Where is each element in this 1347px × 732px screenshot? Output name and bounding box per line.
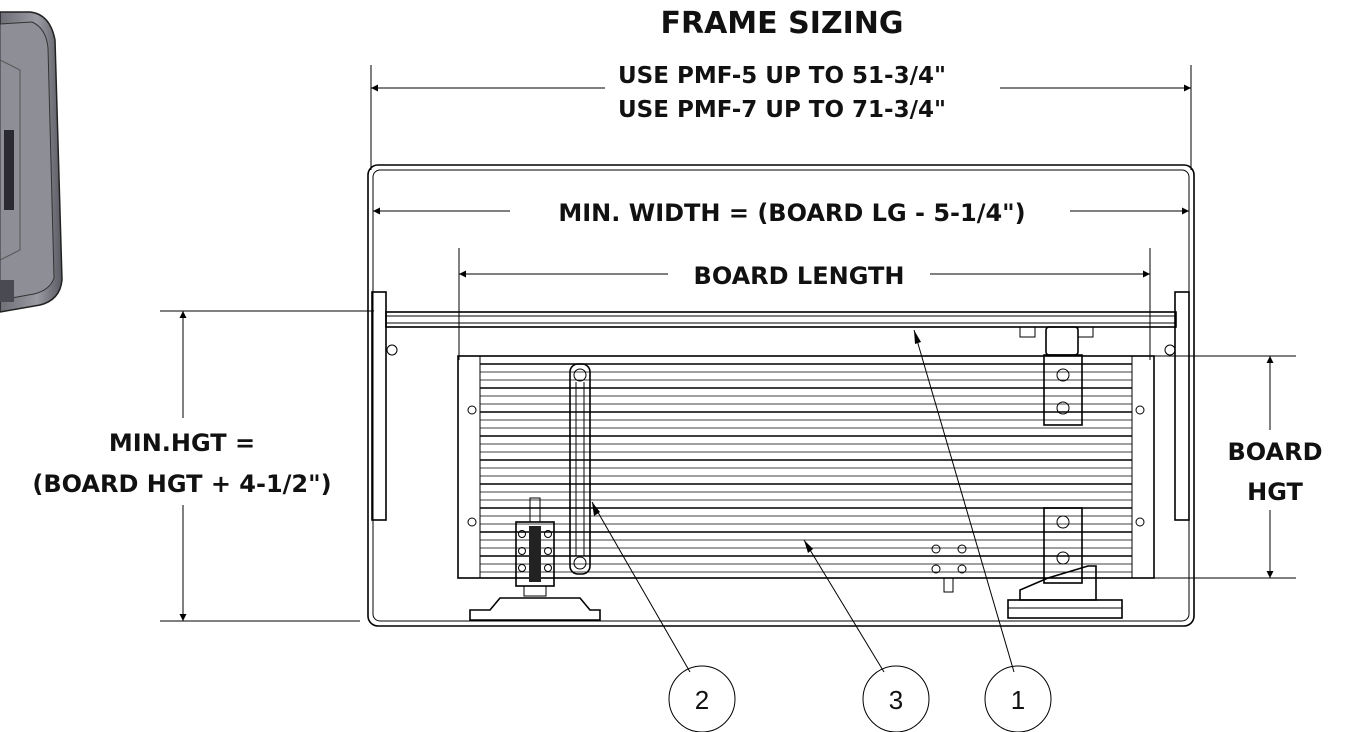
right-base-bracket <box>1007 565 1123 619</box>
left-fastener-icon <box>386 344 398 356</box>
right-clamp-upper <box>1043 354 1083 426</box>
frame-note-pmf5: USE PMF-5 UP TO 51-3/4" <box>618 63 946 89</box>
right-side-post <box>1174 291 1190 521</box>
balloon-leaders <box>591 329 1015 673</box>
left-side-post <box>371 291 387 521</box>
leader-arrow-2 <box>592 502 600 516</box>
board-height-dimension <box>1110 355 1296 579</box>
isometric-view <box>0 11 63 313</box>
overall-frame-dimension <box>370 65 1192 170</box>
board-height-label-line2: HGT <box>1247 478 1303 506</box>
min-width-label: MIN. WIDTH = (BOARD LG - 5-1/4") <box>558 199 1025 227</box>
min-height-dimension <box>160 310 374 622</box>
balloon-1-number: 1 <box>1011 685 1025 715</box>
center-bolt-group <box>931 544 967 593</box>
balloon-1: 1 <box>984 665 1052 732</box>
frame-outline <box>367 164 1195 627</box>
left-clamp <box>469 497 601 621</box>
top-clamp-housing <box>1045 326 1079 356</box>
handle <box>569 363 591 575</box>
board-length-dimension <box>458 248 1151 360</box>
min-height-label-line1: MIN.HGT = <box>109 429 255 457</box>
board-assembly <box>457 355 1155 579</box>
leader-arrow-3 <box>804 540 813 553</box>
balloon-3-number: 3 <box>889 685 903 715</box>
frame-note-pmf7: USE PMF-7 UP TO 71-3/4" <box>618 97 946 123</box>
leader-arrow-1 <box>914 330 921 344</box>
right-clamp-lower <box>1043 507 1083 584</box>
board-slats <box>480 363 1132 573</box>
min-height-label-line2: (BOARD HGT + 4-1/2") <box>32 470 331 498</box>
board-height-label-line1: BOARD <box>1227 438 1322 466</box>
balloon-3: 3 <box>862 665 930 732</box>
top-clamp-left <box>1019 326 1094 338</box>
balloon-2-number: 2 <box>695 685 709 715</box>
page-title: FRAME SIZING <box>660 6 903 41</box>
right-fastener-icon <box>1164 344 1176 356</box>
balloon-2: 2 <box>668 665 736 732</box>
board-length-label: BOARD LENGTH <box>694 262 905 290</box>
top-rail <box>385 311 1177 328</box>
